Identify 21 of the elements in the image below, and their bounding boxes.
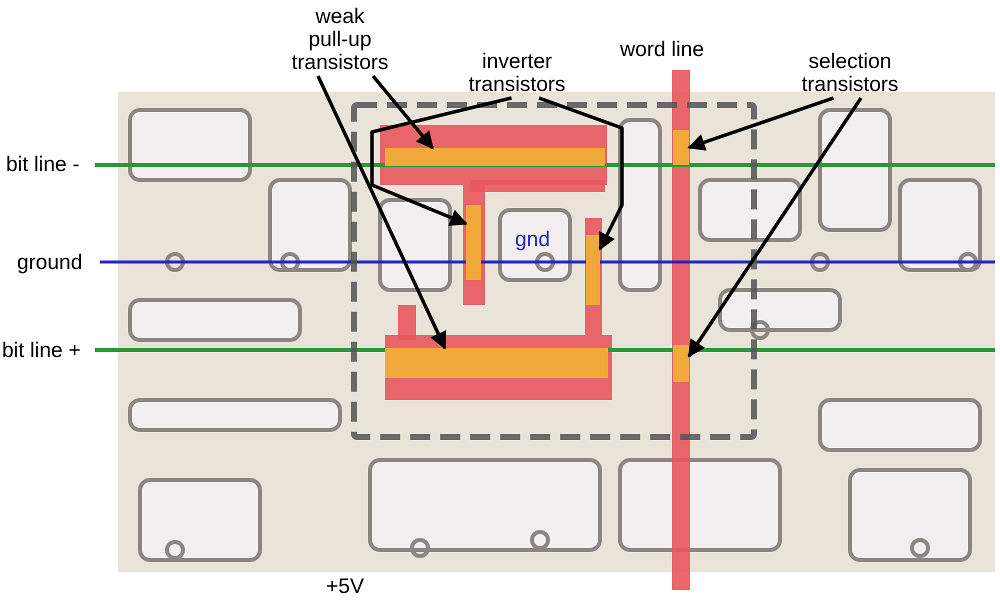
pull-up-transistor [385, 348, 608, 378]
wire-label: bit line - [6, 153, 80, 176]
inverter-transistor [466, 205, 481, 280]
arrow [316, 75, 446, 350]
wire-label: word line [620, 38, 704, 61]
arrow [687, 96, 834, 151]
inverter-transistor [586, 235, 600, 305]
arrow [370, 96, 512, 226]
selection-transistor [673, 345, 689, 382]
arrow [688, 97, 862, 358]
callout-label: selection transistors [795, 50, 905, 96]
voltage-label: +5V [326, 575, 364, 598]
selection-transistor [673, 130, 689, 165]
wire-label: gnd [515, 228, 550, 251]
pull-up-transistor [385, 148, 605, 166]
wire-label: bit line + [2, 339, 81, 362]
callout-label: weak pull-up transistors [285, 5, 395, 74]
arrow [538, 96, 624, 251]
wire-label: ground [17, 251, 82, 274]
arrow [372, 74, 434, 150]
callout-label: inverter transistors [462, 50, 572, 96]
